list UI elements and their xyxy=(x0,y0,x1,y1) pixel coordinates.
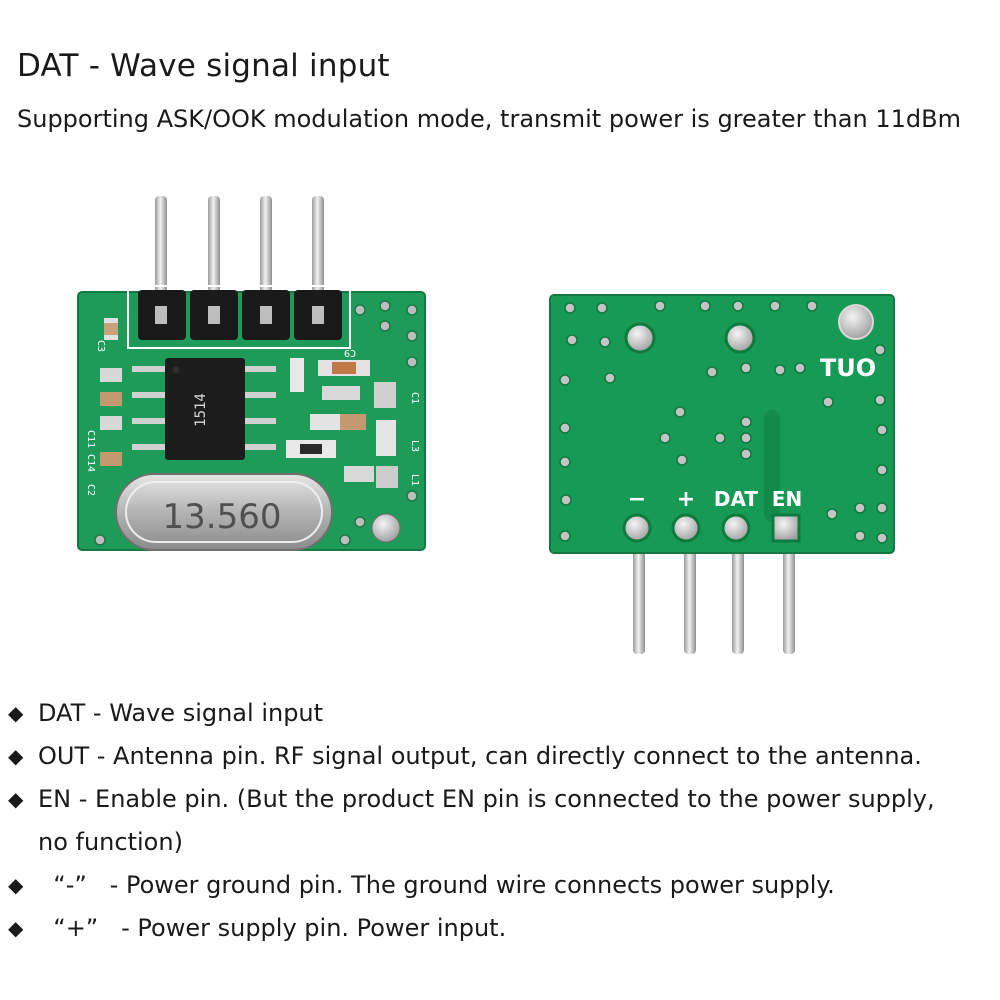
list-item-text: “-” - Power ground pin. The ground wire … xyxy=(38,871,835,899)
header-block xyxy=(138,290,342,340)
list-item: ◆ OUT - Antenna pin. RF signal output, c… xyxy=(8,735,998,778)
svg-text:C14: C14 xyxy=(85,454,96,472)
diamond-bullet-icon: ◆ xyxy=(8,744,24,768)
list-item: ◆ EN - Enable pin. (But the product EN p… xyxy=(8,778,998,821)
list-item-text: EN - Enable pin. (But the product EN pin… xyxy=(38,785,935,813)
pin-labels: TUO − + DAT EN xyxy=(628,354,876,512)
diamond-bullet-icon: ◆ xyxy=(8,873,24,897)
crystal-marking: 13.560 xyxy=(163,497,282,537)
page-subtitle: Supporting ASK/OOK modulation mode, tran… xyxy=(17,105,961,133)
out-pin-label: TUO xyxy=(820,354,876,382)
svg-text:C3: C3 xyxy=(95,340,106,352)
smd-components xyxy=(100,318,398,488)
rf-module-photo: 1514 13.560 xyxy=(77,196,895,654)
vias-front xyxy=(94,300,418,546)
diamond-bullet-icon: ◆ xyxy=(8,916,24,940)
svg-text:C11: C11 xyxy=(85,430,96,448)
list-item-text: OUT - Antenna pin. RF signal output, can… xyxy=(38,742,922,770)
list-item: ◆ “-” - Power ground pin. The ground wir… xyxy=(8,864,998,907)
diamond-bullet-icon: ◆ xyxy=(8,787,24,811)
page-title: DAT - Wave signal input xyxy=(17,48,390,84)
list-item: ◆ “+” - Power supply pin. Power input. xyxy=(8,907,998,950)
dat-pin-label: DAT xyxy=(714,487,759,511)
header-pins-front xyxy=(155,196,324,306)
en-pin-label: EN xyxy=(772,487,802,511)
chip-marking: 1514 xyxy=(193,393,209,427)
minus-pin-label: − xyxy=(628,487,646,512)
pin-description-list: ◆ DAT - Wave signal input ◆ OUT - Antenn… xyxy=(8,692,998,950)
diamond-bullet-icon: ◆ xyxy=(8,701,24,725)
crystal: 13.560 xyxy=(115,473,333,551)
module-front: 1514 13.560 xyxy=(77,196,426,551)
svg-text:C9: C9 xyxy=(344,347,356,358)
list-item-text: DAT - Wave signal input xyxy=(38,699,324,727)
svg-text:L3: L3 xyxy=(409,440,420,452)
module-back: TUO − + DAT EN xyxy=(549,294,895,654)
svg-text:C1: C1 xyxy=(409,392,420,404)
list-item-text: “+” - Power supply pin. Power input. xyxy=(38,914,507,942)
svg-text:C2: C2 xyxy=(85,484,96,496)
list-item-continuation: no function) xyxy=(8,821,998,864)
plus-pin-label: + xyxy=(677,487,695,512)
vias-back xyxy=(559,300,888,544)
header-pins-back xyxy=(633,550,795,654)
list-item: ◆ DAT - Wave signal input xyxy=(8,692,998,735)
silk-labels: C3 C9 C11 C14 C2 C1 L3 L1 xyxy=(85,340,420,496)
ic-chip: 1514 xyxy=(132,358,276,460)
svg-text:L1: L1 xyxy=(409,474,420,486)
list-item-text: no function) xyxy=(38,828,183,856)
